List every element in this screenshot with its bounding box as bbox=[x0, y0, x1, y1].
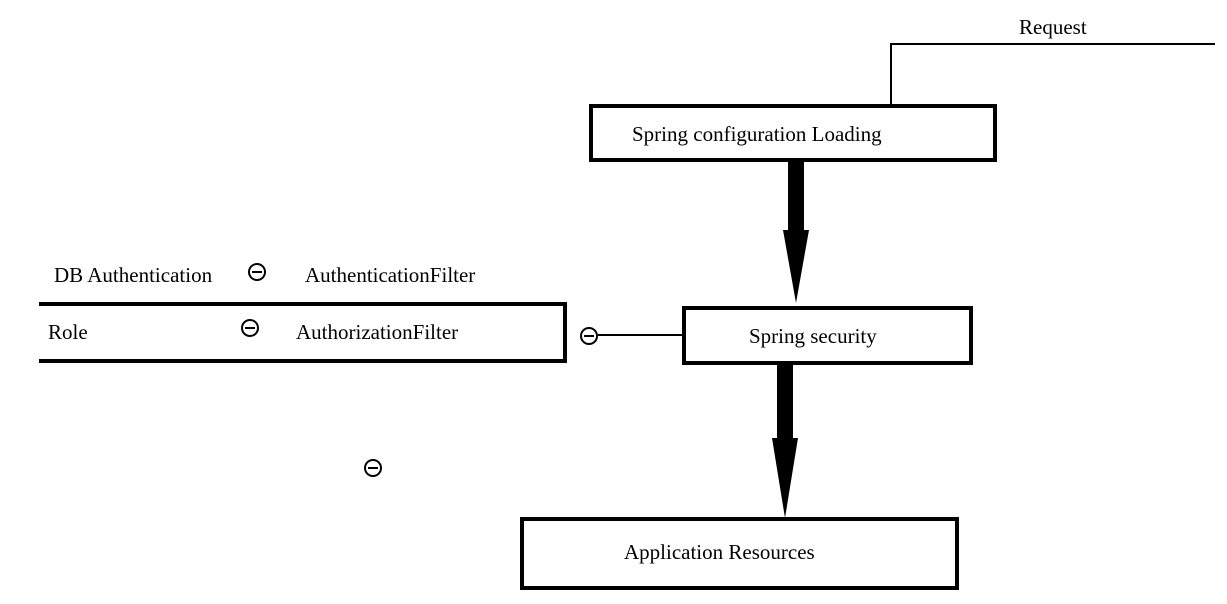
request-label: Request bbox=[1019, 15, 1087, 39]
authentication-filter-label: AuthenticationFilter bbox=[305, 263, 476, 287]
arrow-head-security-to-resources bbox=[772, 438, 798, 518]
role-label: Role bbox=[48, 320, 88, 344]
circle-minus-icon bbox=[580, 327, 598, 345]
spring-security-box bbox=[682, 306, 973, 365]
request-line bbox=[890, 43, 1215, 106]
spring-security-label: Spring security bbox=[749, 324, 877, 348]
circle-minus-icon bbox=[364, 459, 382, 477]
circle-minus-icon bbox=[241, 319, 259, 337]
arrow-head-config-to-security bbox=[783, 230, 809, 303]
circle-minus-icon bbox=[248, 263, 266, 281]
arrow-shaft-security-to-resources bbox=[777, 362, 793, 440]
spring-config-label: Spring configuration Loading bbox=[632, 122, 882, 146]
arrow-shaft-config-to-security bbox=[788, 160, 804, 232]
db-authentication-label: DB Authentication bbox=[54, 263, 213, 287]
app-resources-label: Application Resources bbox=[624, 540, 815, 564]
filter-chain-box bbox=[39, 302, 567, 363]
authorization-filter-label: AuthorizationFilter bbox=[296, 320, 459, 344]
spring-config-box bbox=[589, 104, 997, 162]
app-resources-box bbox=[520, 517, 959, 590]
